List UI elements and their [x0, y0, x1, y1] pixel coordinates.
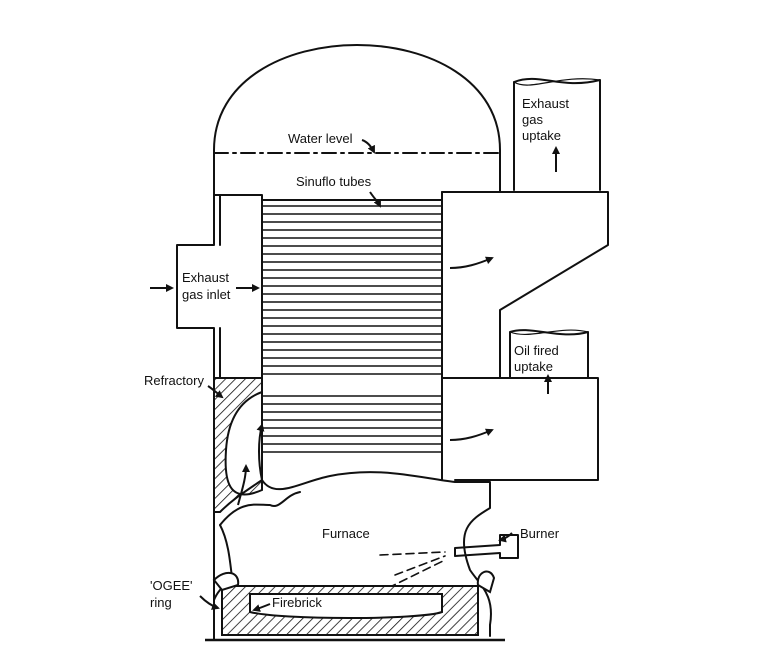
- shell-left-wall: [176, 194, 215, 631]
- refractory-lining: [213, 377, 263, 513]
- label-ogee-ring-2: ring: [150, 595, 172, 610]
- leader-sinuflo-tubes: [369, 191, 381, 208]
- arrow-furnace-flow-2: [256, 423, 265, 481]
- label-sinuflo-tubes: Sinuflo tubes: [296, 174, 372, 189]
- steam-dome: [213, 44, 501, 201]
- sinuflo-tube-bank: [261, 205, 443, 453]
- label-exhaust-inlet-1: Exhaust: [182, 270, 229, 285]
- firebrick-base: [221, 585, 479, 636]
- arrow-oil-flow: [449, 428, 494, 441]
- leader-firebrick: [252, 603, 271, 612]
- label-oil-uptake-2: uptake: [514, 359, 553, 374]
- leader-refractory: [207, 385, 224, 399]
- label-burner: Burner: [520, 526, 560, 541]
- label-exhaust-inlet-2: gas inlet: [182, 287, 231, 302]
- label-ogee-ring-1: 'OGEE': [150, 578, 193, 593]
- label-exhaust-uptake-3: uptake: [522, 128, 561, 143]
- label-furnace: Furnace: [322, 526, 370, 541]
- ogee-ring: [212, 570, 496, 594]
- label-oil-uptake-1: Oil fired: [514, 343, 559, 358]
- exhaust-uptake-pipe: [513, 77, 601, 191]
- label-water-level: Water level: [288, 131, 353, 146]
- arrow-furnace-flow: [237, 464, 250, 506]
- leader-burner: [498, 532, 513, 543]
- leader-water-level: [361, 139, 375, 154]
- arrow-exhaust-flow: [449, 256, 494, 269]
- label-refractory: Refractory: [144, 373, 204, 388]
- leader-ogee: [199, 595, 220, 610]
- label-exhaust-uptake-2: gas: [522, 112, 543, 127]
- label-exhaust-uptake-1: Exhaust: [522, 96, 569, 111]
- label-firebrick: Firebrick: [272, 595, 322, 610]
- furnace-outline: [261, 471, 492, 626]
- oil-fired-box: [441, 377, 599, 481]
